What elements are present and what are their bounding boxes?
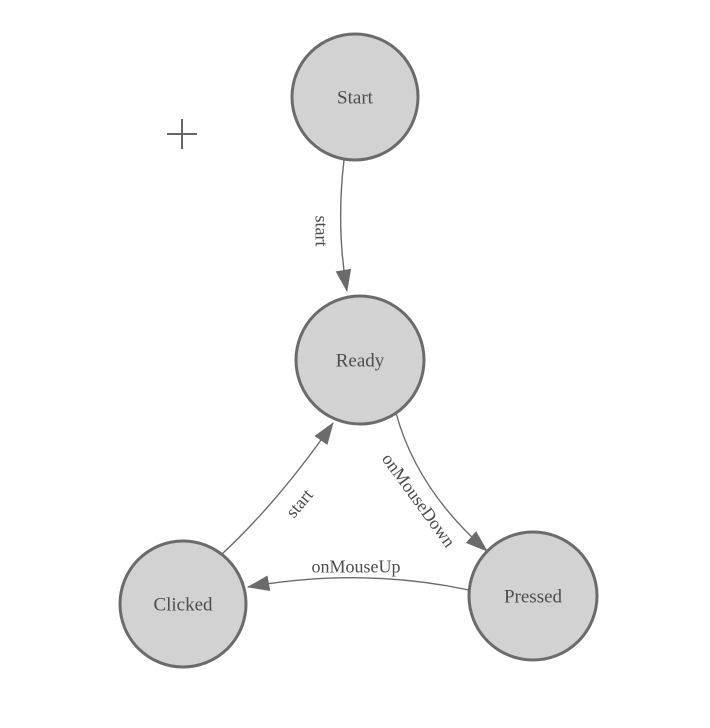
edge-label-ready-to-pressed: onMouseDown <box>378 449 459 551</box>
state-circle-ready[interactable] <box>294 294 426 426</box>
state-node-start[interactable]: Start <box>290 32 420 162</box>
edge-pressed-to-clicked[interactable] <box>246 575 470 591</box>
state-label-clicked: Clicked <box>153 595 213 616</box>
state-node-pressed[interactable]: Pressed <box>467 530 599 662</box>
state-circle-start[interactable] <box>290 32 420 162</box>
edge-ready-to-pressed[interactable] <box>395 412 488 552</box>
edge-label-pressed-to-clicked: onMouseUp <box>312 556 401 576</box>
state-node-clicked[interactable]: Clicked <box>118 539 248 669</box>
state-circle-pressed[interactable] <box>467 530 599 662</box>
edge-start-to-ready[interactable] <box>335 159 352 293</box>
edge-label-start-to-ready: start <box>312 216 332 247</box>
edge-label-clicked-to-ready: start <box>282 485 317 522</box>
crosshair-cursor-icon <box>167 119 197 149</box>
edge-clicked-to-ready[interactable] <box>221 422 334 555</box>
state-node-ready[interactable]: Ready <box>294 294 426 426</box>
edge-group <box>221 159 488 591</box>
state-circle-clicked[interactable] <box>118 539 248 669</box>
state-label-pressed: Pressed <box>504 587 563 608</box>
state-label-ready: Ready <box>336 351 385 372</box>
state-label-start: Start <box>337 88 374 109</box>
